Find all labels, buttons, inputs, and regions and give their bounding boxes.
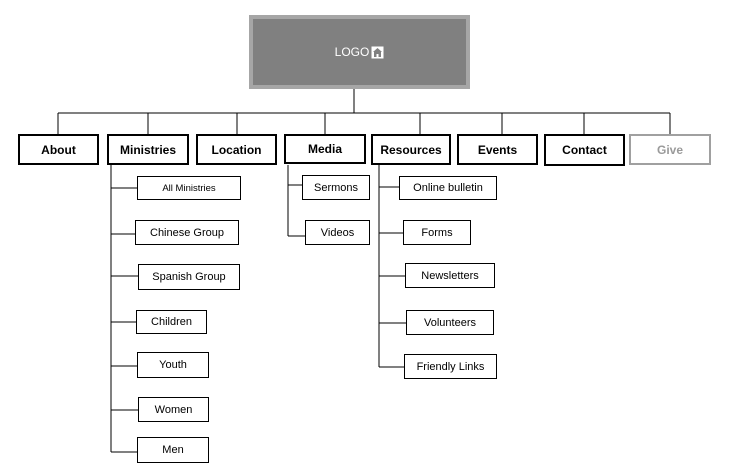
ministries-men[interactable]: Men <box>137 437 209 463</box>
logo-text: LOGO <box>334 45 370 59</box>
ministries-all[interactable]: All Ministries <box>137 176 241 200</box>
media-sermons[interactable]: Sermons <box>302 175 370 200</box>
ministries-chinese-group[interactable]: Chinese Group <box>135 220 239 245</box>
resources-volunteers[interactable]: Volunteers <box>406 310 494 335</box>
nav-ministries[interactable]: Ministries <box>107 134 189 165</box>
nav-resources[interactable]: Resources <box>371 134 451 165</box>
nav-contact[interactable]: Contact <box>544 134 625 166</box>
ministries-women[interactable]: Women <box>138 397 209 422</box>
logo-block[interactable]: LOGO <box>249 15 470 89</box>
nav-media[interactable]: Media <box>284 134 366 164</box>
home-icon <box>371 46 384 59</box>
nav-about[interactable]: About <box>18 134 99 165</box>
resources-online-bulletin[interactable]: Online bulletin <box>399 176 497 200</box>
ministries-spanish-group[interactable]: Spanish Group <box>138 264 240 290</box>
nav-events[interactable]: Events <box>457 134 538 165</box>
logo-panel: LOGO <box>253 19 466 85</box>
resources-forms[interactable]: Forms <box>403 220 471 245</box>
nav-give[interactable]: Give <box>629 134 711 165</box>
resources-friendly-links[interactable]: Friendly Links <box>404 354 497 379</box>
ministries-youth[interactable]: Youth <box>137 352 209 378</box>
ministries-children[interactable]: Children <box>136 310 207 334</box>
nav-location[interactable]: Location <box>196 134 277 165</box>
resources-newsletters[interactable]: Newsletters <box>405 263 495 288</box>
media-videos[interactable]: Videos <box>305 220 370 245</box>
